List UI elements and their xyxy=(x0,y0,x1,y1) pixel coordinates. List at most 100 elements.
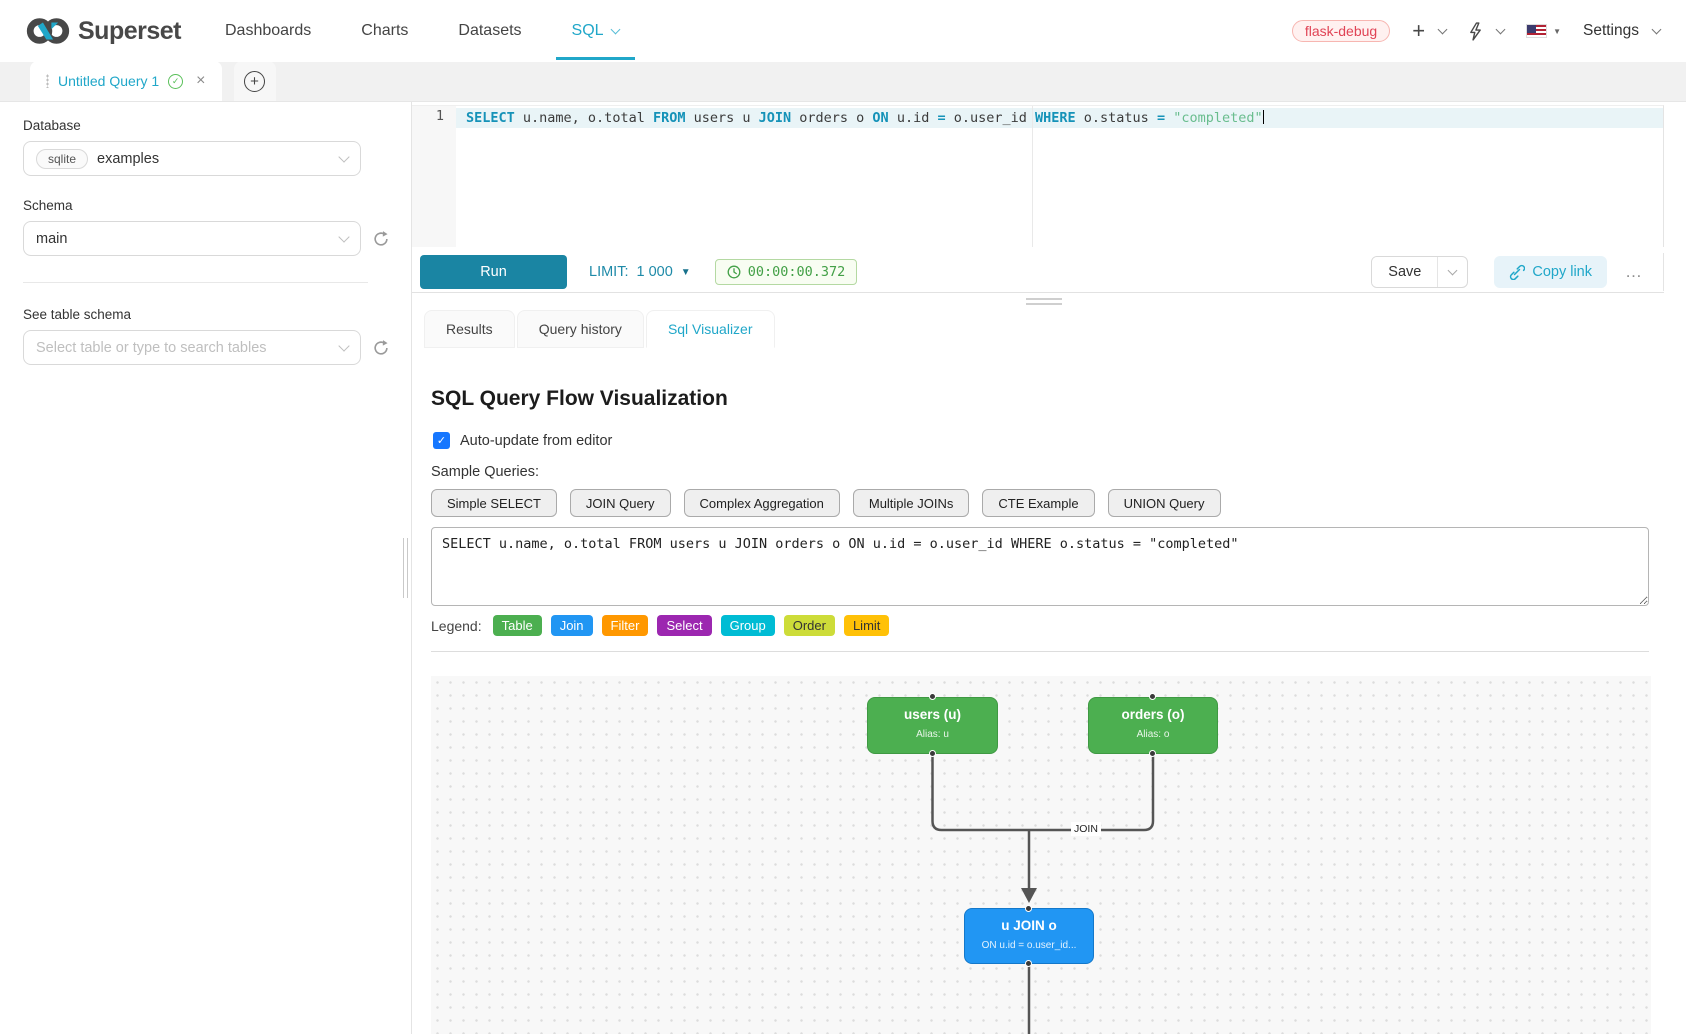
sample-query-button-complex-aggregation[interactable]: Complex Aggregation xyxy=(683,489,840,517)
timer-value: 00:00:00.372 xyxy=(747,264,846,280)
us-flag-icon xyxy=(1526,24,1548,38)
table-schema-label: See table schema xyxy=(23,307,132,322)
sql-token-kw: WHERE xyxy=(1035,110,1076,126)
sql-token-str: "completed" xyxy=(1173,110,1263,126)
more-menu-button[interactable]: … xyxy=(1625,262,1643,281)
sqllab-sidebar: Database sqlite examples Schema main See… xyxy=(0,102,410,1034)
close-icon[interactable]: × xyxy=(196,72,206,89)
sample-query-button-multiple-joins[interactable]: Multiple JOINs xyxy=(852,489,970,517)
node-subtitle: Alias: u xyxy=(916,729,949,740)
legend-badge-group: Group xyxy=(720,615,775,636)
run-button[interactable]: Run xyxy=(420,255,567,289)
sample-query-button-simple-select[interactable]: Simple SELECT xyxy=(431,489,557,517)
tab-untitled-query[interactable]: Untitled Query 1 ✓ × xyxy=(30,61,222,101)
copy-link-label: Copy link xyxy=(1532,264,1592,280)
query-text-input[interactable]: SELECT u.name, o.total FROM users u JOIN… xyxy=(431,527,1649,606)
chevron-down-icon xyxy=(1495,24,1506,34)
sql-token-id xyxy=(1165,110,1173,126)
node-title: users (u) xyxy=(903,707,961,722)
superset-logo[interactable]: Superset xyxy=(26,16,181,46)
auto-update-checkbox[interactable]: ✓ xyxy=(433,432,450,449)
add-query-tab[interactable]: + xyxy=(233,61,276,101)
sample-queries-label: Sample Queries: xyxy=(431,464,539,480)
sample-query-button-join-query[interactable]: JOIN Query xyxy=(569,489,671,517)
sql-token-kw: SELECT xyxy=(466,110,515,126)
sidebar-divider xyxy=(23,282,368,283)
chevron-down-icon xyxy=(1651,24,1662,34)
sql-token-kw: FROM xyxy=(652,110,686,126)
chevron-down-icon xyxy=(338,230,350,243)
legend-badge-filter: Filter xyxy=(601,615,649,636)
schema-value: main xyxy=(36,230,68,247)
node-title: orders (o) xyxy=(1121,707,1185,722)
refresh-icon[interactable] xyxy=(372,230,390,248)
sample-query-button-cte-example[interactable]: CTE Example xyxy=(982,489,1095,517)
nav-item-datasets[interactable]: Datasets xyxy=(458,22,522,39)
flow-node-users[interactable]: users (u) Alias: u xyxy=(867,697,998,754)
edge-label-join: JOIN xyxy=(1071,822,1101,836)
clock-icon xyxy=(727,265,741,279)
sample-query-buttons: Simple SELECT JOIN Query Complex Aggregati… xyxy=(431,489,1221,517)
chevron-down-icon xyxy=(1447,265,1458,275)
connector-dot xyxy=(929,750,936,757)
sql-code-line[interactable]: SELECT u.name, o.total FROM users u JOIN… xyxy=(456,108,1663,128)
lightning-icon xyxy=(1470,21,1481,41)
sql-editor[interactable]: 1 SELECT u.name, o.total FROM users u JO… xyxy=(412,105,1664,247)
editor-code-area[interactable]: SELECT u.name, o.total FROM users u JOIN… xyxy=(456,106,1663,247)
plus-circle-icon: + xyxy=(244,70,266,92)
database-select[interactable]: sqlite examples xyxy=(23,141,361,176)
sql-token-id: o.status xyxy=(1075,110,1157,126)
connector-dot xyxy=(929,693,936,700)
node-title: u JOIN o xyxy=(1001,918,1057,933)
environment-badge: flask-debug xyxy=(1291,20,1391,42)
page-title: SQL Query Flow Visualization xyxy=(431,387,728,410)
sql-token-id: u.name, o.total xyxy=(514,110,653,126)
top-nav: Superset Dashboards Charts Datasets SQL fla… xyxy=(0,0,1686,62)
chevron-down-icon xyxy=(1437,24,1448,34)
print-margin-line xyxy=(1032,106,1033,247)
sql-token-kw: JOIN xyxy=(758,110,792,126)
copy-link-button[interactable]: Copy link xyxy=(1494,256,1607,288)
refresh-icon[interactable] xyxy=(372,339,390,357)
drag-grip-icon[interactable] xyxy=(46,74,49,88)
table-select[interactable]: Select table or type to search tables xyxy=(23,330,361,365)
language-picker[interactable]: ▼ xyxy=(1526,24,1561,38)
plus-icon: + xyxy=(1412,18,1426,43)
saved-check-icon: ✓ xyxy=(168,73,184,89)
sample-query-button-union-query[interactable]: UNION Query xyxy=(1107,489,1221,517)
brand-name: Superset xyxy=(78,16,181,45)
settings-label: Settings xyxy=(1582,22,1639,39)
nav-item-sql[interactable]: SQL xyxy=(555,0,635,62)
sql-token-kw: ON xyxy=(872,110,889,126)
nav-item-dashboards[interactable]: Dashboards xyxy=(224,22,312,39)
nav-item-charts[interactable]: Charts xyxy=(361,22,409,39)
pane-resize-handle[interactable] xyxy=(1026,298,1062,308)
editor-gutter: 1 xyxy=(412,106,456,247)
superset-infinity-icon xyxy=(26,18,70,44)
node-subtitle: Alias: o xyxy=(1136,729,1170,740)
new-item-button[interactable]: + xyxy=(1412,18,1448,43)
connector-dot xyxy=(1149,693,1156,700)
header-right: flask-debug + ▼ Settings xyxy=(1291,18,1662,43)
sql-lab-shortcut-button[interactable] xyxy=(1468,21,1506,41)
flow-node-join[interactable]: u JOIN o ON u.id = o.user_id... xyxy=(964,908,1094,964)
connector-dot xyxy=(1025,905,1032,912)
sidebar-resize-handle[interactable] xyxy=(403,538,408,598)
save-dropdown-button[interactable] xyxy=(1437,257,1467,287)
query-timer-badge: 00:00:00.372 xyxy=(714,259,858,285)
results-tab-sql-visualizer[interactable]: Sql Visualizer xyxy=(645,310,775,348)
flow-canvas[interactable]: users (u) Alias: u orders (o) Alias: o u… xyxy=(431,676,1651,1034)
results-tab-query-history[interactable]: Query history xyxy=(516,310,644,348)
settings-menu[interactable]: Settings xyxy=(1582,22,1662,40)
connector-dot xyxy=(1025,960,1032,967)
legend-badge-table: Table xyxy=(492,615,542,636)
legend-badge-select: Select xyxy=(657,615,712,636)
flow-node-orders[interactable]: orders (o) Alias: o xyxy=(1088,697,1218,754)
section-divider xyxy=(431,651,1649,652)
save-button[interactable]: Save xyxy=(1372,257,1438,287)
results-tab-results[interactable]: Results xyxy=(424,310,515,348)
schema-select[interactable]: main xyxy=(23,221,361,256)
limit-dropdown[interactable]: LIMIT: 1 000 ▼ xyxy=(589,264,691,280)
